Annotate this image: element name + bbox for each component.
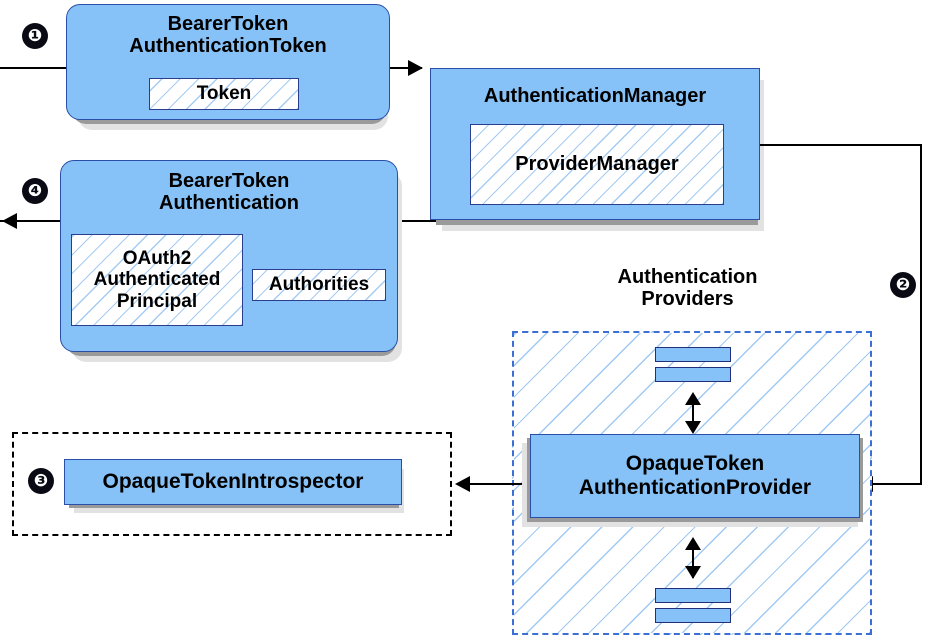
oauth2-authenticated-principal-panel[interactable]: OAuth2 Authenticated Principal: [71, 234, 243, 326]
node-opaque-token-introspector[interactable]: OpaqueTokenIntrospector: [64, 459, 402, 505]
node-opaque-token-authentication-provider[interactable]: OpaqueToken AuthenticationProvider: [530, 434, 860, 518]
manager-to-provider-line-bottom: [872, 483, 922, 485]
manager-to-provider-line-vertical: [920, 144, 922, 485]
provider-to-introspector-line: [468, 483, 532, 485]
token-to-manager-line: [390, 67, 422, 69]
manager-to-provider-line-top: [758, 144, 922, 146]
token-to-manager-arrowhead: [408, 60, 423, 76]
opaque-token-authentication-provider-title: OpaqueToken AuthenticationProvider: [578, 452, 812, 499]
provider-manager-inner-panel[interactable]: ProviderManager: [470, 124, 724, 205]
provider-top-connector-arrow-down: [685, 421, 701, 434]
provider-stack-bar-top-1: [655, 347, 731, 362]
provider-top-connector-arrow-up: [685, 392, 701, 405]
authorities-panel[interactable]: Authorities: [252, 269, 386, 301]
provider-bottom-connector-arrow-down: [685, 566, 701, 579]
step-marker-3: ❸: [28, 468, 54, 494]
authentication-outbound-line: [0, 220, 66, 222]
token-inner-panel[interactable]: Token: [149, 78, 299, 110]
step-marker-2: ❷: [890, 272, 916, 298]
introspector-zone: [12, 432, 452, 536]
authentication-providers-caption: Authentication Providers: [617, 266, 758, 311]
provider-stack-bar-bottom-2: [655, 608, 731, 623]
provider-bottom-connector-line: [692, 540, 694, 578]
bearer-token-authentication-token-title: BearerToken AuthenticationToken: [129, 13, 327, 58]
opaque-token-introspector-title: OpaqueTokenIntrospector: [102, 470, 364, 494]
provider-top-connector-line: [692, 394, 694, 432]
provider-stack-bar-bottom-1: [655, 588, 731, 603]
step-marker-1: ❶: [22, 23, 48, 49]
authentication-manager-title: AuthenticationManager: [483, 85, 707, 107]
authentication-outbound-arrowhead: [2, 213, 17, 229]
bearer-token-authentication-title: BearerToken Authentication: [159, 170, 299, 215]
manager-to-authentication-line: [392, 220, 438, 222]
provider-to-introspector-arrowhead: [455, 476, 470, 492]
provider-bottom-connector-arrow-up: [685, 537, 701, 550]
step-marker-4: ❹: [22, 178, 48, 204]
provider-stack-bar-top-2: [655, 367, 731, 382]
inbound-request-line: [0, 67, 70, 69]
